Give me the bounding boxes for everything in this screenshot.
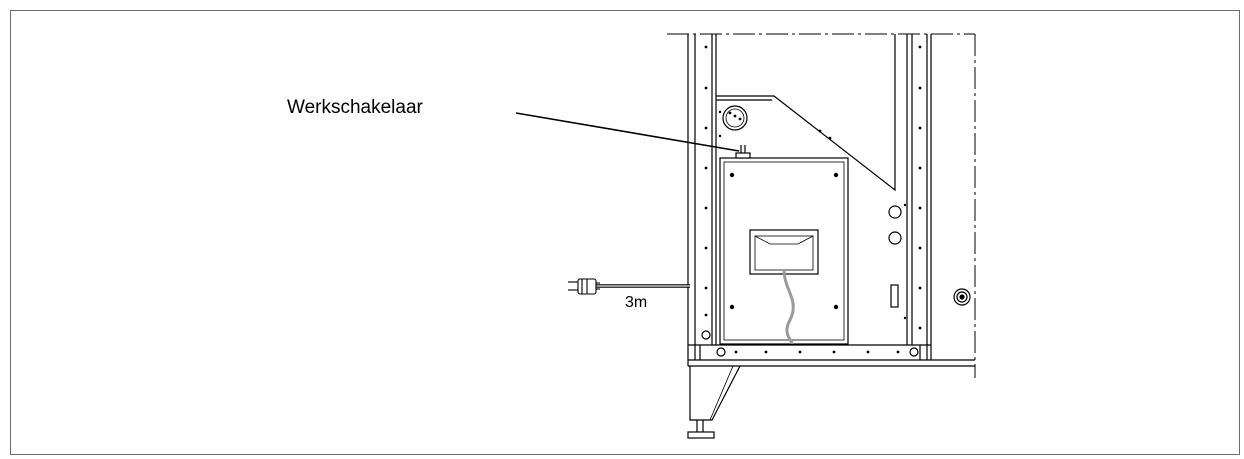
internal-cable: [782, 269, 795, 345]
frame-border: [10, 10, 1240, 455]
cabinet-outline: [667, 33, 976, 439]
plug-icon: [568, 278, 600, 295]
cable-length-label: 3m: [625, 294, 648, 311]
screws: [704, 45, 922, 354]
switch-leader-line: [515, 112, 740, 152]
switch-label: Werkschakelaar: [287, 97, 423, 118]
